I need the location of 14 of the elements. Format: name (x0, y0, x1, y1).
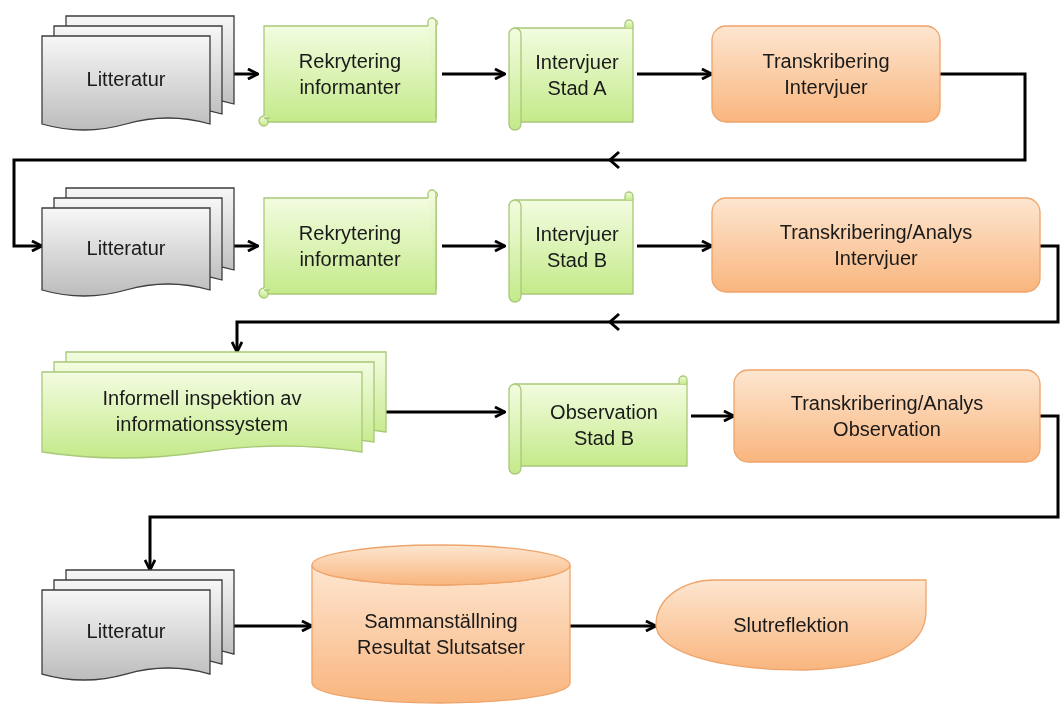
node-label: Transkribering/Analys Intervjuer (778, 220, 974, 271)
node-label: Slutreflektion (733, 613, 849, 638)
node-label: Litteratur (86, 67, 166, 92)
node-label: Litteratur (86, 236, 166, 261)
node-label: Transkribering Intervjuer (761, 49, 891, 100)
node-label: Transkribering/Analys Observation (789, 391, 985, 442)
node-label: Intervjuer Stad B (534, 222, 620, 273)
node-label: Observation Stad B (549, 400, 659, 451)
node-label: Informell inspektion av informationssystem (101, 386, 303, 437)
node-label: Sammanställning Resultat Slutsatser (356, 609, 526, 660)
node-label: Rekrytering informanter (297, 221, 403, 272)
node-label: Litteratur (86, 619, 166, 644)
node-label: Intervjuer Stad A (534, 50, 620, 101)
node-label: Rekrytering informanter (297, 49, 403, 100)
